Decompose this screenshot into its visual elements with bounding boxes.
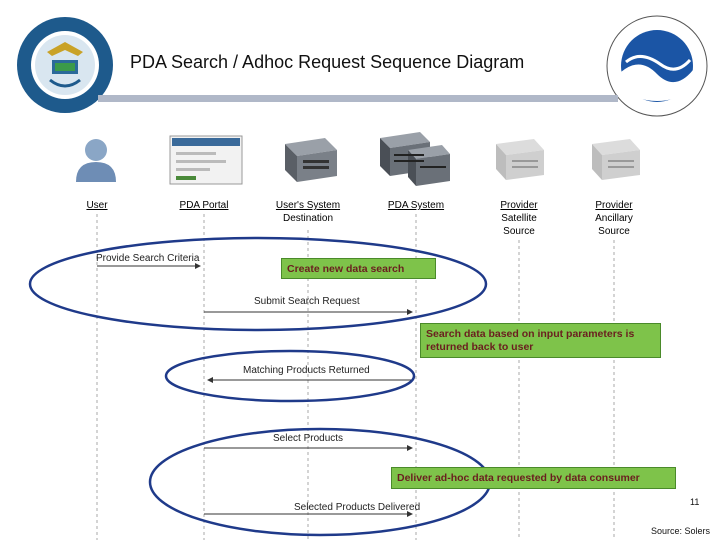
actor-subtitle: Destination xyxy=(282,213,334,224)
message-provide-search-criteria: Provide Search Criteria xyxy=(96,253,200,264)
actor-subtitle: Ancillary Source xyxy=(595,213,633,237)
actor-label-users-system: User's System Destination xyxy=(263,199,353,225)
pda-portal-screenshot-icon xyxy=(169,135,243,185)
message-selected-products-delivered: Selected Products Delivered xyxy=(294,502,421,513)
actor-name: PDA Portal xyxy=(179,200,229,211)
actor-label-user: User xyxy=(52,199,142,212)
actor-name: Provider xyxy=(595,200,633,211)
message-submit-search-request: Submit Search Request xyxy=(254,296,360,307)
actor-label-pda-system: PDA System xyxy=(371,199,461,212)
note-create-new-data-search: Create new data search xyxy=(281,258,436,279)
header-divider xyxy=(98,95,618,102)
highlight-ellipse-matching xyxy=(164,349,416,403)
highlight-ellipses xyxy=(28,236,492,537)
page-number: 11 xyxy=(690,497,700,507)
provider-satellite-server-icon xyxy=(496,139,544,180)
page-title: PDA Search / Adhoc Request Sequence Diag… xyxy=(130,52,525,72)
message-select-products: Select Products xyxy=(273,433,344,444)
source-credit: Source: Solers xyxy=(650,526,710,536)
noaa-logo-icon xyxy=(606,15,708,117)
commerce-seal-icon xyxy=(17,17,113,113)
highlight-ellipse-search xyxy=(28,236,488,332)
actor-name: Provider xyxy=(500,200,538,211)
message-matching-products-returned: Matching Products Returned xyxy=(243,365,370,376)
note-deliver-adhoc-data: Deliver ad-hoc data requested by data co… xyxy=(391,467,676,489)
actor-name: User xyxy=(86,200,108,211)
actor-subtitle: Satellite Source xyxy=(501,213,537,237)
actor-label-provider-satellite: Provider Satellite Source xyxy=(474,199,564,238)
pda-system-servers-icon xyxy=(380,132,450,186)
actor-label-pda-portal: PDA Portal xyxy=(159,199,249,212)
note-search-data-returned: Search data based on input parameters is… xyxy=(420,323,661,358)
user-person-icon xyxy=(76,139,116,182)
users-system-server-icon xyxy=(285,138,337,182)
provider-ancillary-server-icon xyxy=(592,139,640,180)
actor-name: PDA System xyxy=(387,200,445,211)
actor-name: User's System xyxy=(275,200,341,211)
actor-label-provider-ancillary: Provider Ancillary Source xyxy=(569,199,659,238)
lifelines xyxy=(96,214,615,540)
